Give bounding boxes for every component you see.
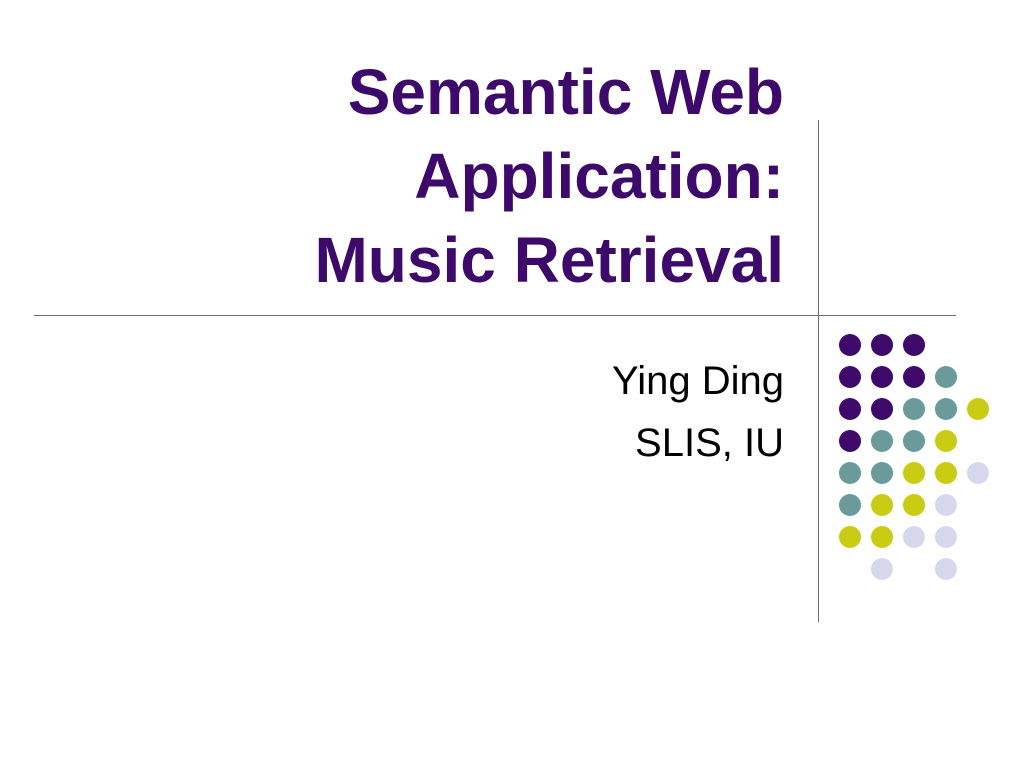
dot-teal (839, 494, 861, 516)
dot-lavender (935, 526, 957, 548)
dot-teal (935, 366, 957, 388)
title-line-1: Semantic Web (347, 56, 784, 128)
dot-teal (871, 462, 893, 484)
dot-lavender (935, 558, 957, 580)
horizontal-divider (34, 315, 956, 316)
dot-purple (903, 334, 925, 356)
dot-yellow (935, 462, 957, 484)
dot-yellow (935, 430, 957, 452)
dot-teal (903, 430, 925, 452)
dot-teal (903, 398, 925, 420)
dot-yellow (871, 494, 893, 516)
dot-lavender (871, 558, 893, 580)
dot-purple (839, 430, 861, 452)
dot-teal (871, 430, 893, 452)
title-line-3: Music Retrieval (314, 224, 784, 296)
dot-yellow (967, 398, 989, 420)
dot-purple (871, 366, 893, 388)
dot-yellow (839, 526, 861, 548)
dot-purple (839, 366, 861, 388)
dot-lavender (935, 494, 957, 516)
dot-lavender (967, 462, 989, 484)
author-affiliation: SLIS, IU (635, 421, 784, 465)
dot-lavender (903, 526, 925, 548)
slide-subtitle: Ying Ding SLIS, IU (284, 350, 784, 474)
dot-yellow (903, 462, 925, 484)
title-line-2: Application: (414, 140, 784, 212)
dot-purple (839, 334, 861, 356)
dot-yellow (871, 526, 893, 548)
dot-purple (871, 398, 893, 420)
dot-teal (839, 462, 861, 484)
dot-purple (903, 366, 925, 388)
dot-purple (839, 398, 861, 420)
dot-yellow (903, 494, 925, 516)
dot-teal (935, 398, 957, 420)
slide-title: Semantic Web Application: Music Retrieva… (84, 50, 784, 302)
author-name: Ying Ding (612, 359, 784, 403)
vertical-divider (818, 120, 819, 622)
dot-purple (871, 334, 893, 356)
